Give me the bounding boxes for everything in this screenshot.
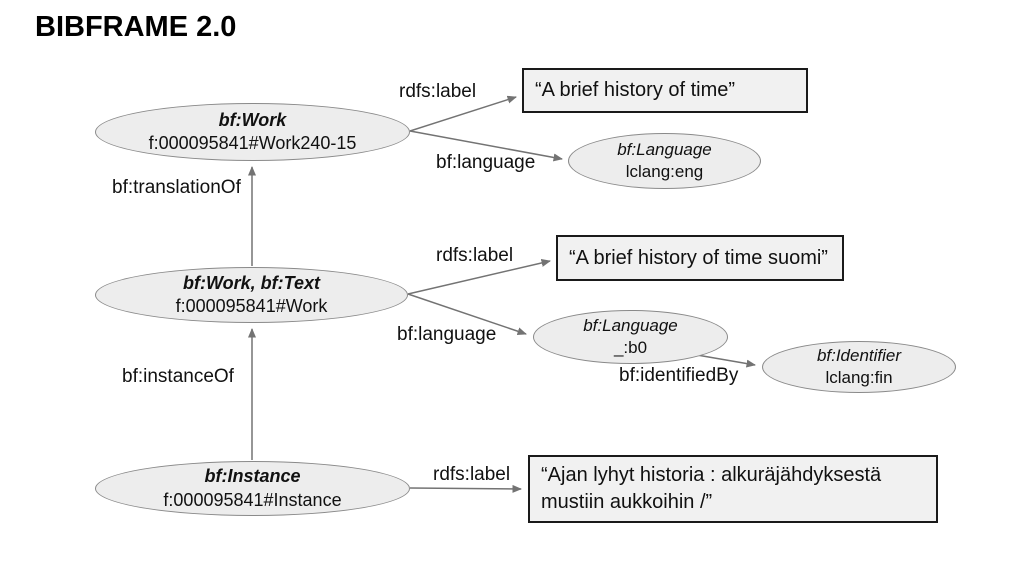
node-bf-identifier: bf:Identifier lclang:fin bbox=[762, 341, 956, 393]
literal-label-fi-full: “Ajan lyhyt historia : alkuräjähdyksestä… bbox=[528, 455, 938, 523]
node-type-label: bf:Identifier bbox=[816, 346, 902, 366]
node-type-label: bf:Instance bbox=[204, 466, 301, 487]
edge-label-rdfs-label: rdfs:label bbox=[436, 245, 514, 266]
node-bf-language-b0: bf:Language _:b0 bbox=[533, 310, 728, 364]
node-type-label: bf:Work bbox=[218, 109, 287, 130]
literal-label-fi-short: “A brief history of time suomi” bbox=[556, 235, 844, 281]
literal-label-en: “A brief history of time” bbox=[522, 68, 808, 113]
node-id-label: _:b0 bbox=[613, 338, 648, 357]
edge-label-rdfs-label: rdfs:label bbox=[433, 464, 511, 485]
edge-instance-rdfs-label bbox=[409, 484, 522, 493]
node-id-label: f:000095841#Work240-15 bbox=[148, 133, 357, 153]
edge-label-bf-instance-of: bf:instanceOf bbox=[122, 366, 234, 387]
edge-label-bf-language: bf:language bbox=[436, 152, 536, 173]
edge-label-rdfs-label: rdfs:label bbox=[399, 81, 477, 102]
literal-text-line: mustiin aukkoihin /” bbox=[541, 491, 713, 513]
node-id-label: f:000095841#Work bbox=[175, 296, 328, 316]
literal-text-line: “Ajan lyhyt historia : alkuräjähdyksestä bbox=[541, 464, 882, 486]
node-type-label: bf:Work, bf:Text bbox=[183, 272, 320, 293]
node-type-label: bf:Language bbox=[617, 140, 712, 160]
node-bf-instance: bf:Instance f:000095841#Instance bbox=[95, 461, 410, 516]
node-type-label: bf:Language bbox=[583, 316, 678, 336]
edge-worktext-rdfs-label bbox=[407, 259, 551, 295]
node-bf-work: bf:Work f:000095841#Work240-15 bbox=[95, 103, 410, 161]
edge-label-bf-identified-by: bf:identifiedBy bbox=[619, 365, 739, 386]
node-bf-language-eng: bf:Language lclang:eng bbox=[568, 133, 761, 189]
edge-worktext-bf-language bbox=[407, 293, 527, 336]
literal-text: “A brief history of time” bbox=[535, 79, 736, 101]
node-id-label: f:000095841#Instance bbox=[163, 489, 342, 510]
literal-text: “A brief history of time suomi” bbox=[569, 246, 828, 269]
edge-work-bf-language bbox=[409, 130, 563, 162]
node-id-label: lclang:eng bbox=[625, 162, 704, 181]
edge-work-rdfs-label bbox=[409, 95, 517, 132]
edge-label-bf-translation-of: bf:translationOf bbox=[112, 177, 241, 198]
node-bf-work-text: bf:Work, bf:Text f:000095841#Work bbox=[95, 267, 408, 323]
edge-bf-identified-by bbox=[696, 354, 756, 368]
edge-label-bf-language: bf:language bbox=[397, 324, 497, 345]
node-id-label: lclang:fin bbox=[825, 368, 893, 387]
slide-title: BIBFRAME 2.0 bbox=[35, 11, 237, 43]
